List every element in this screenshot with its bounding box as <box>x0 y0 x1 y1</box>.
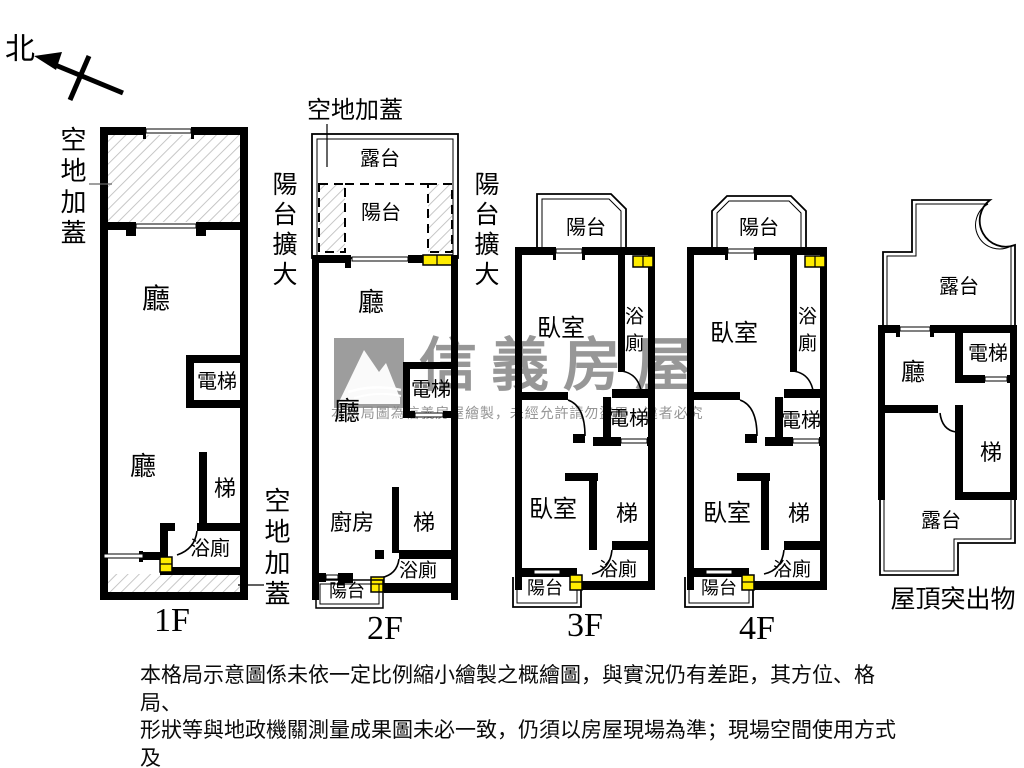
hatched-vacant-area-bottom <box>108 574 240 592</box>
disclaimer-line-1: 本格局示意圖係未依一定比例縮小繪製之概繪圖，與實況仍有差距，其方位、格局、 <box>140 663 875 715</box>
door-arc <box>176 530 198 556</box>
balcony-outline-2f <box>315 579 384 609</box>
balcony-outline-4f <box>711 195 807 251</box>
floor-2f-plan <box>311 124 459 609</box>
balcony-expansion-left <box>318 183 346 253</box>
terrace-outline-roof-lower <box>879 500 1016 576</box>
terrace-outline-roof-upper <box>882 199 1016 330</box>
door-arc <box>939 412 957 433</box>
door-arc <box>379 558 400 579</box>
watermark-brand-text: 信義房屋 <box>419 333 708 398</box>
sinyi-logo-icon <box>334 338 404 408</box>
disclaimer-text: 本格局示意圖係未依一定比例縮小繪製之概繪圖，與實況仍有差距，其方位、格局、 形狀… <box>140 662 912 768</box>
balcony-outline-3f <box>536 193 627 251</box>
hatched-vacant-area-top <box>108 135 240 222</box>
disclaimer-line-2: 形狀等與地政機關測量成果圖未必一致，仍須以房屋現場為準；現場空間使用方式及 <box>140 718 896 768</box>
elevator-shaft-1f <box>186 355 240 408</box>
roof-structure-plan <box>878 199 1017 576</box>
elevator-shaft-roof <box>955 333 1017 383</box>
floor-1f-plan <box>89 127 264 600</box>
balcony-expansion-right <box>427 183 453 253</box>
floor-4f-plan <box>684 195 828 608</box>
floor-3f-plan <box>512 193 656 608</box>
north-arrow <box>34 52 124 101</box>
elevator-shaft-2f <box>403 362 458 418</box>
